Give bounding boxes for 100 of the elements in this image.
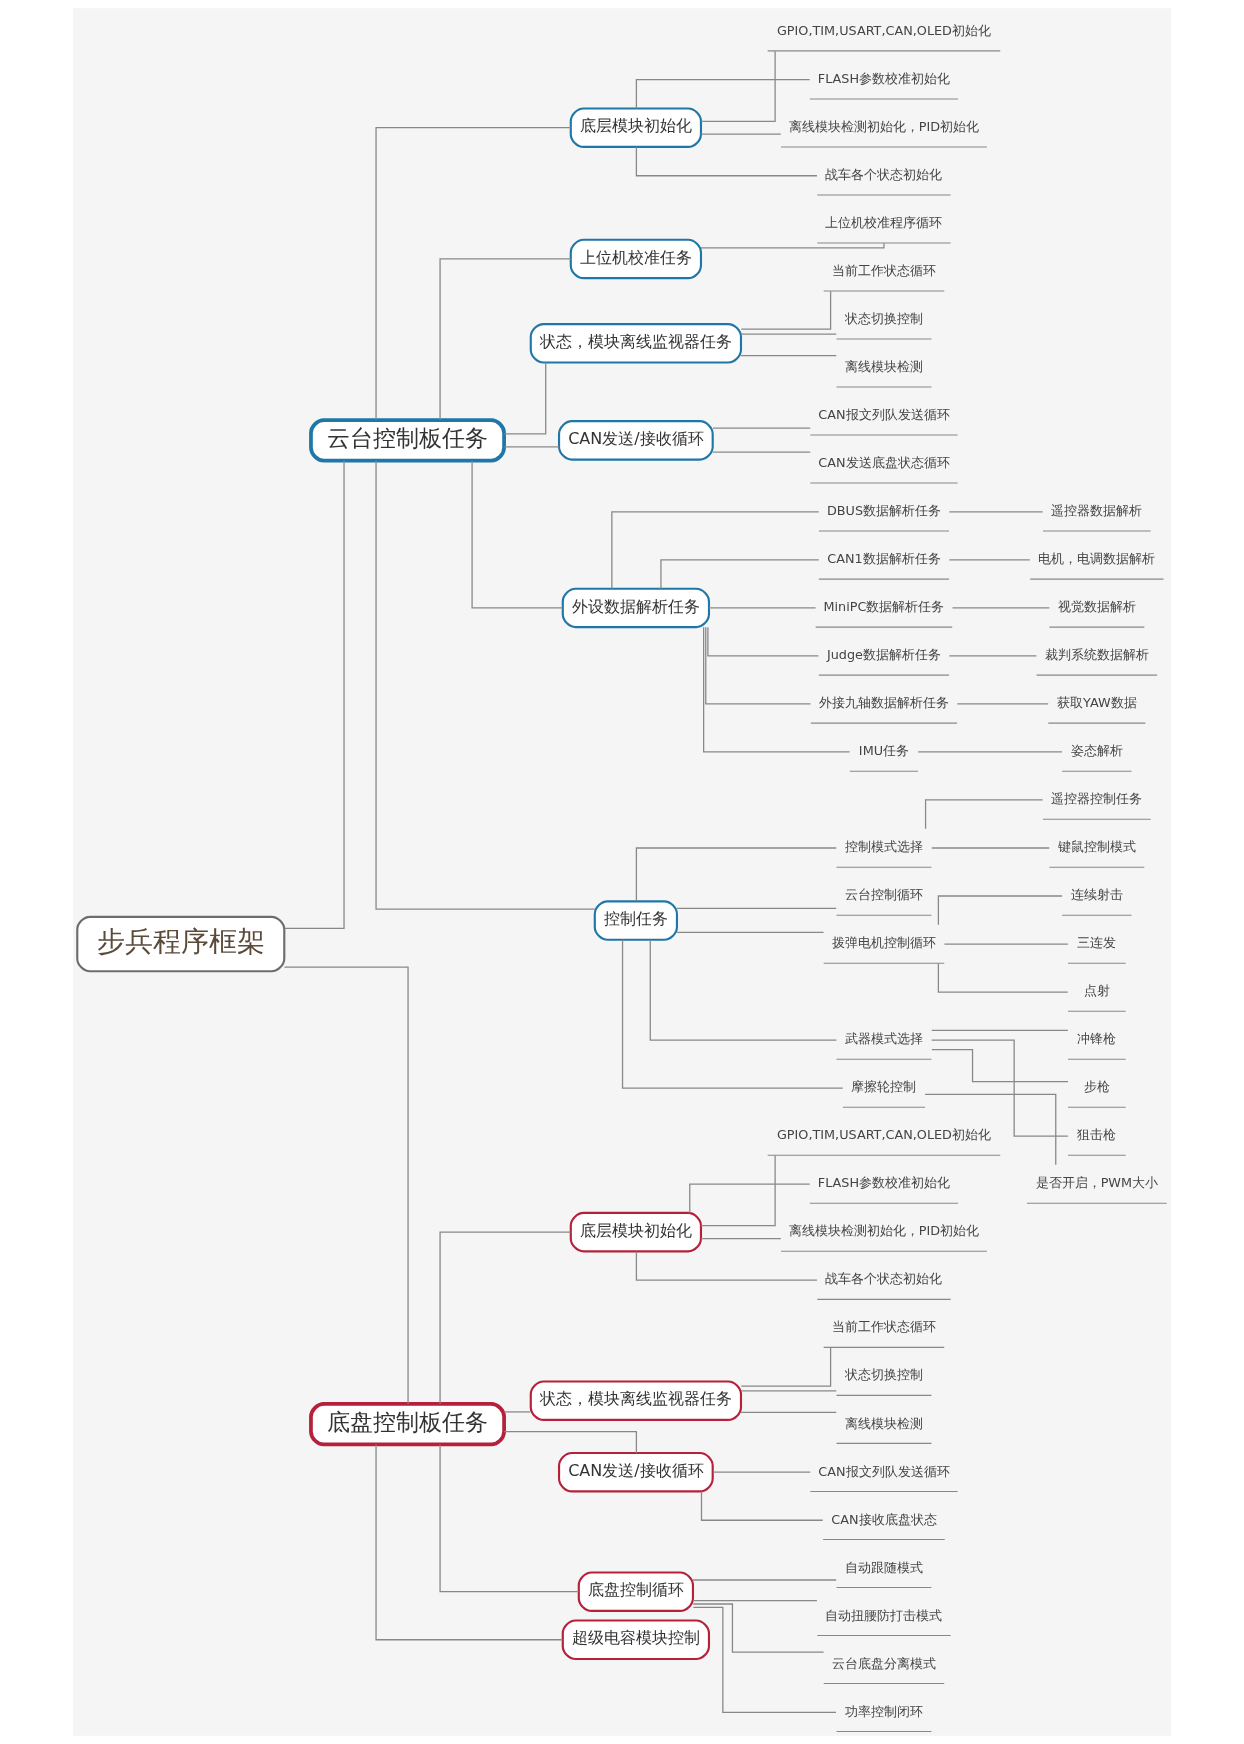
connector xyxy=(635,847,837,902)
node-box: 状态，模块离线监视器任务 xyxy=(529,323,743,364)
connector xyxy=(705,626,812,705)
connector xyxy=(611,511,820,590)
connector xyxy=(924,1093,1057,1166)
connector xyxy=(948,559,1031,561)
connector xyxy=(649,939,838,1041)
connector xyxy=(676,907,837,909)
connector xyxy=(937,962,1069,993)
node-text: 视觉数据解析 xyxy=(1057,599,1136,615)
connector xyxy=(740,1390,837,1392)
node-box: 状态，模块离线监视器任务 xyxy=(529,1380,743,1421)
node-box: 上位机校准任务 xyxy=(569,238,703,280)
node-text: DBUS数据解析任务 xyxy=(826,503,942,519)
node-text: FLASH参数校准初始化 xyxy=(817,1175,951,1191)
node-text: 步枪 xyxy=(1083,1079,1110,1095)
connector xyxy=(712,1471,811,1473)
node-text: 连续射击 xyxy=(1070,887,1123,903)
node-text: 是否开启，PWM大小 xyxy=(1035,1175,1159,1191)
node-text: 外接九轴数据解析任务 xyxy=(818,695,949,711)
node-text: 当前工作状态循环 xyxy=(831,263,936,279)
node-text: 裁判系统数据解析 xyxy=(1044,647,1149,663)
node-text: 状态切换控制 xyxy=(844,1367,923,1383)
connector xyxy=(700,50,776,122)
connector xyxy=(503,446,560,448)
node-text: 离线模块检测初始化，PID初始化 xyxy=(788,119,980,135)
node-text: 键鼠控制模式 xyxy=(1057,839,1136,855)
node-text: 狙击枪 xyxy=(1077,1127,1117,1143)
node-text: 获取YAW数据 xyxy=(1057,695,1137,711)
node-text: 战车各个状态初始化 xyxy=(825,167,943,183)
node-text: 离线模块检测 xyxy=(844,1415,923,1431)
connector xyxy=(700,1490,824,1521)
node-box: 控制任务 xyxy=(593,900,678,941)
node-text: 离线模块检测 xyxy=(844,359,923,375)
node-text: 遥控器数据解析 xyxy=(1051,503,1143,519)
node-text: 点射 xyxy=(1083,983,1110,999)
connector xyxy=(439,1444,580,1593)
connector xyxy=(692,1579,837,1581)
connector xyxy=(676,931,825,933)
connector xyxy=(503,1411,532,1413)
connector xyxy=(740,290,832,330)
node-text: 状态切换控制 xyxy=(844,311,923,327)
connector xyxy=(471,460,564,609)
connector xyxy=(503,361,547,435)
node-box: 步兵程序框架 xyxy=(76,915,286,973)
node-text: 云台底盘分离模式 xyxy=(831,1655,936,1671)
node-text: CAN接收底盘状态 xyxy=(831,1511,937,1527)
node-text: 控制模式选择 xyxy=(844,839,923,855)
connector xyxy=(692,1606,837,1713)
node-text: IMU任务 xyxy=(858,743,910,759)
connector xyxy=(375,460,596,910)
node-text: 武器模式选择 xyxy=(844,1031,923,1047)
connector xyxy=(635,79,811,110)
connector xyxy=(948,511,1044,513)
connector xyxy=(931,1029,1069,1032)
connector xyxy=(700,133,782,135)
connector xyxy=(375,1443,564,1641)
node-text: CAN1数据解析任务 xyxy=(827,551,941,567)
node-text: 当前工作状态循环 xyxy=(831,1319,936,1335)
connector xyxy=(712,427,811,429)
connector xyxy=(660,559,820,590)
connector xyxy=(439,1231,572,1405)
node-text: 上位机校准程序循环 xyxy=(825,215,943,231)
node-box: CAN发送/接收循环 xyxy=(557,420,714,461)
node-text: GPIO,TIM,USART,CAN,OLED初始化 xyxy=(776,23,991,38)
connector xyxy=(956,703,1049,705)
node-box: 外设数据解析任务 xyxy=(561,587,711,629)
node-text: 云台控制循环 xyxy=(844,887,923,903)
node-text: 自动扭腰防打击模式 xyxy=(825,1607,943,1623)
connector xyxy=(284,460,345,929)
connector xyxy=(700,1154,776,1227)
connector xyxy=(707,626,820,657)
connector xyxy=(924,799,1044,830)
node-text: MiniPC数据解析任务 xyxy=(823,599,945,615)
node-text: 离线模块检测初始化，PID初始化 xyxy=(788,1223,980,1239)
node-box: 超级电容模块控制 xyxy=(561,1619,711,1660)
connector xyxy=(700,242,885,249)
connector xyxy=(740,354,837,357)
connector xyxy=(917,751,1063,753)
connector xyxy=(708,607,817,609)
connector xyxy=(635,146,818,177)
node-text: 电机，电调数据解析 xyxy=(1038,551,1156,567)
node-text: 拨弹电机控制循环 xyxy=(831,935,936,951)
connector xyxy=(931,847,1050,849)
connector xyxy=(937,895,1063,926)
node-text: 三连发 xyxy=(1077,935,1117,951)
node-text: CAN报文列队发送循环 xyxy=(818,1463,950,1479)
connector xyxy=(283,966,409,1405)
node-text: 自动跟随模式 xyxy=(844,1559,923,1575)
node-text: 功率控制闭环 xyxy=(844,1703,923,1719)
connector xyxy=(635,1250,818,1281)
node-text: 姿态解析 xyxy=(1070,743,1123,759)
connector xyxy=(703,626,851,753)
node-box: 底盘控制循环 xyxy=(577,1571,695,1612)
connector xyxy=(375,127,572,421)
connector xyxy=(689,1183,811,1214)
node-box: 底层模块初始化 xyxy=(569,107,703,148)
node-text: CAN发送底盘状态循环 xyxy=(818,455,950,471)
connector xyxy=(712,451,811,453)
connector xyxy=(931,1039,1069,1137)
